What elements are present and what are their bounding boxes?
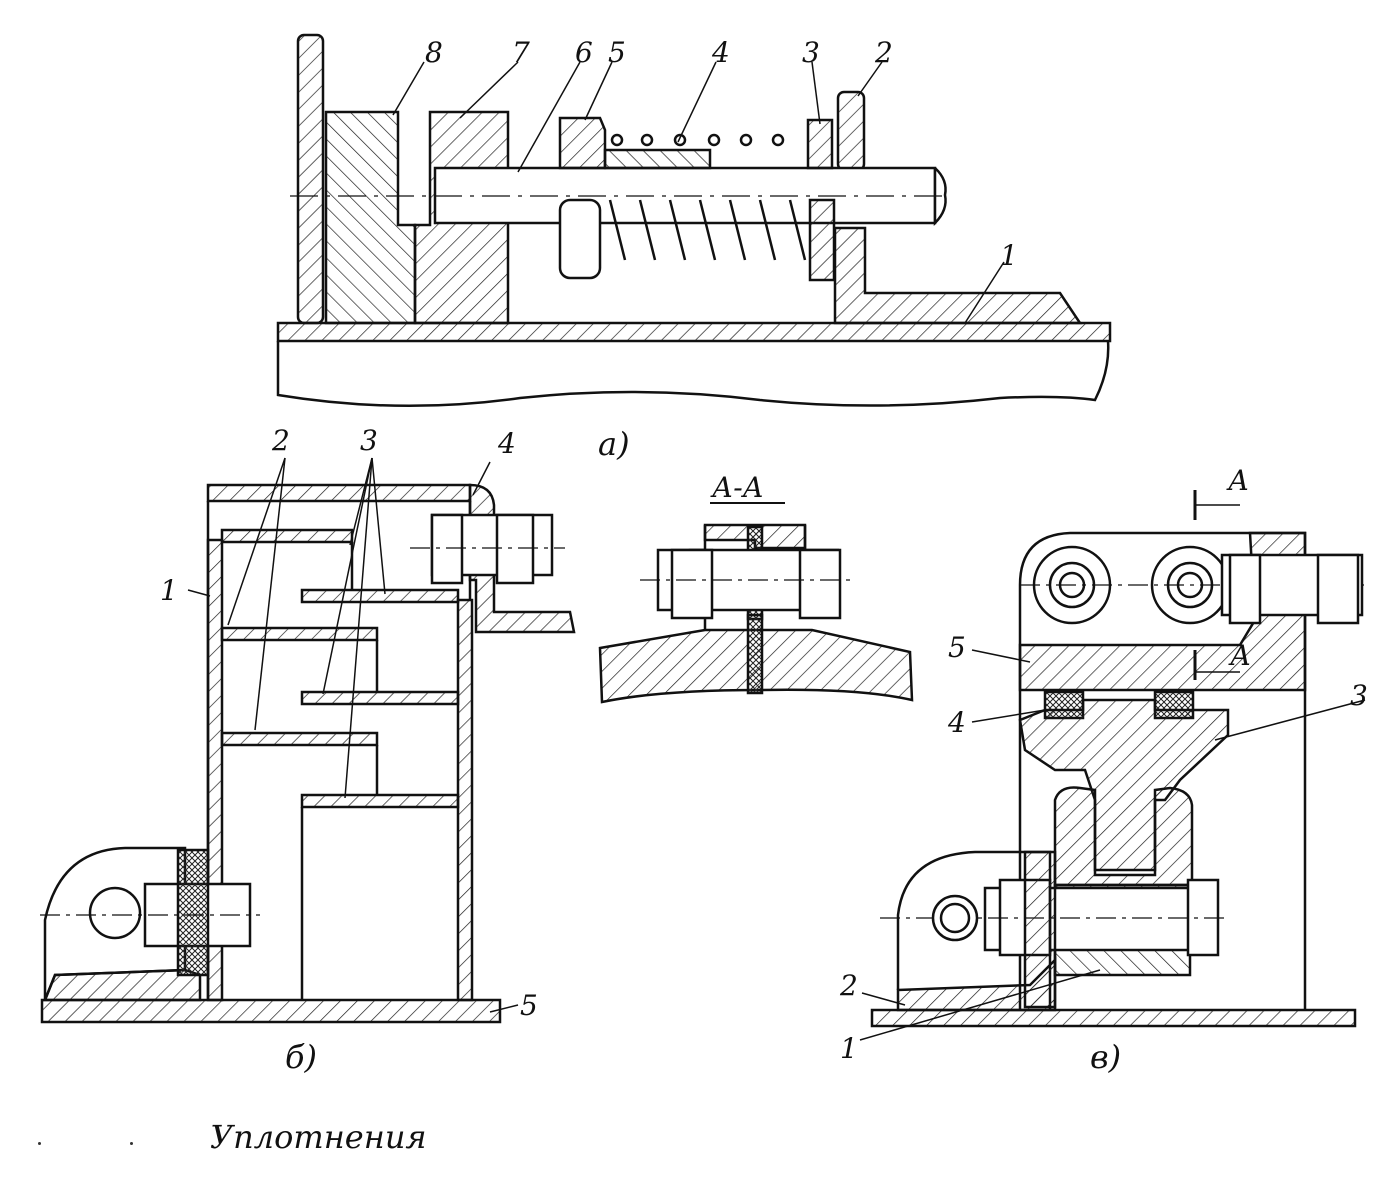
label-b-2: 2 xyxy=(271,424,290,457)
label-a-4: 4 xyxy=(711,36,730,69)
section-mark-top: А xyxy=(1226,464,1249,497)
view-a-tag: а) xyxy=(598,425,630,463)
view-v-tag: в) xyxy=(1090,1038,1121,1076)
spring xyxy=(608,133,807,261)
label-a-8: 8 xyxy=(425,36,443,69)
label-a-7: 7 xyxy=(512,36,530,69)
part-3-tpiece xyxy=(1018,698,1230,872)
left-wall xyxy=(296,33,325,325)
label-a-2: 2 xyxy=(874,36,893,69)
part-5-sleeve xyxy=(558,116,607,170)
left-lug-v xyxy=(896,850,1052,1010)
scan-speck-1 xyxy=(38,1142,41,1145)
view-v-labels: 5 4 3 2 1 А А в) xyxy=(839,464,1368,1076)
label-b-1: 1 xyxy=(160,574,178,607)
label-v-1: 1 xyxy=(840,1032,858,1065)
nut xyxy=(558,198,602,280)
view-v-assembly xyxy=(859,490,1366,1041)
label-a-6: 6 xyxy=(575,36,593,69)
labyrinth-plate-3b xyxy=(300,690,460,706)
section-a-a xyxy=(598,502,914,704)
scan-speck-2 xyxy=(130,1142,133,1145)
labyrinth-plate-3a xyxy=(300,588,460,604)
inner-clamps xyxy=(1053,786,1194,887)
base-body xyxy=(276,340,1110,408)
part-1-bracket xyxy=(833,226,1083,325)
base-plate xyxy=(276,321,1112,343)
labyrinth-plate-2a xyxy=(220,528,354,544)
part-8-block xyxy=(324,110,417,325)
ball-joint xyxy=(88,886,142,940)
view-a-labels: 8 7 6 5 4 3 2 1 а) xyxy=(425,36,1018,463)
label-v-5: 5 xyxy=(948,631,966,664)
labyrinth-plate-2b xyxy=(220,626,379,642)
label-v-2: 2 xyxy=(839,969,858,1002)
part-5-base xyxy=(40,998,502,1024)
view-b-tag: б) xyxy=(285,1038,317,1076)
labyrinth-plate-2c xyxy=(220,731,379,747)
part-4-sleeve xyxy=(603,148,712,170)
section-title: А-А xyxy=(710,471,764,504)
view-b-assembly xyxy=(40,457,576,1024)
view-a-assembly xyxy=(276,33,1112,408)
label-a-3: 3 xyxy=(802,36,820,69)
right-wall xyxy=(456,598,474,1002)
label-b-5: 5 xyxy=(520,989,538,1022)
label-b-3: 3 xyxy=(360,424,378,457)
labyrinth-plate-3c xyxy=(300,793,460,809)
label-v-3: 3 xyxy=(1350,679,1368,712)
label-a-1: 1 xyxy=(1000,239,1018,272)
part-3-ring xyxy=(806,118,834,170)
label-v-4: 4 xyxy=(947,706,966,739)
label-a-5: 5 xyxy=(608,36,626,69)
top-plate xyxy=(206,483,472,503)
left-lug xyxy=(43,846,187,1001)
section-mark-bottom: А xyxy=(1228,639,1251,672)
base-plate-v xyxy=(870,1008,1357,1028)
ring-v xyxy=(931,894,979,942)
view-b-labels: 1 2 3 4 5 б) xyxy=(160,424,538,1076)
figure-caption: Уплотнения xyxy=(210,1118,427,1156)
part-2-plate xyxy=(836,90,866,172)
label-b-4: 4 xyxy=(497,427,516,460)
housing xyxy=(1018,531,1307,1010)
